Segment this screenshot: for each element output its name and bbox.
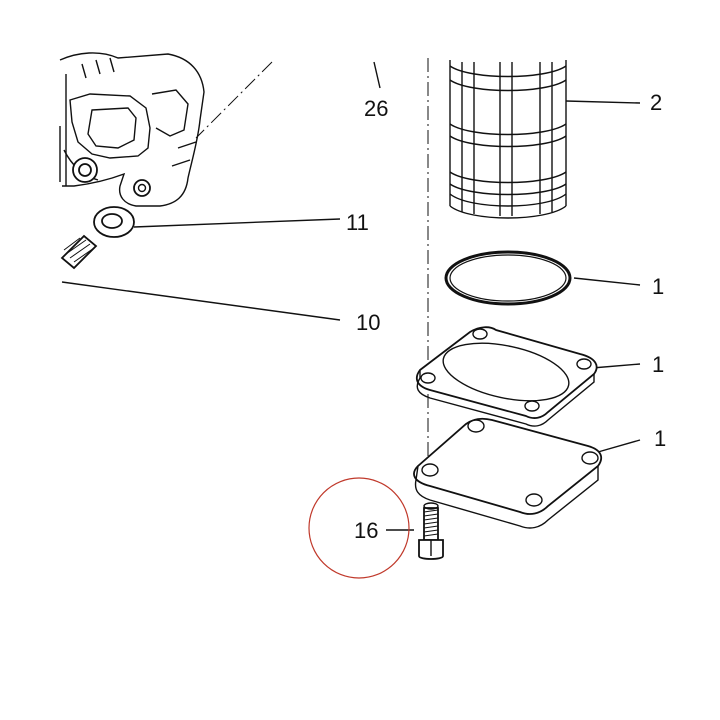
callout-10: 10: [356, 310, 380, 335]
callout-26: 26: [364, 96, 388, 121]
leader-11: [133, 218, 341, 228]
leader-1b: [591, 363, 641, 369]
highlight-circle: [308, 477, 410, 579]
leader-26: [373, 61, 381, 89]
pump-housing: [59, 52, 205, 207]
leader-1c: [597, 439, 641, 453]
leader-10: [61, 281, 341, 321]
cover-plate: [413, 417, 603, 529]
callout-11: 11: [346, 210, 369, 235]
leader-1a: [573, 277, 641, 286]
o-ring: [444, 250, 572, 306]
callout-1c: 1: [654, 426, 666, 451]
stud-bolt-10: [60, 234, 98, 270]
callout-16: 16: [354, 518, 378, 543]
callout-2: 2: [650, 90, 662, 115]
screw-16: [418, 502, 444, 560]
callout-1b: 1: [652, 352, 664, 377]
diagonal-axis-line: [195, 61, 273, 139]
filter-strainer: [449, 60, 567, 219]
washer-11: [93, 206, 135, 238]
gasket-plate: [415, 326, 598, 427]
leader-2: [565, 100, 641, 104]
callout-1a: 1: [652, 274, 664, 299]
